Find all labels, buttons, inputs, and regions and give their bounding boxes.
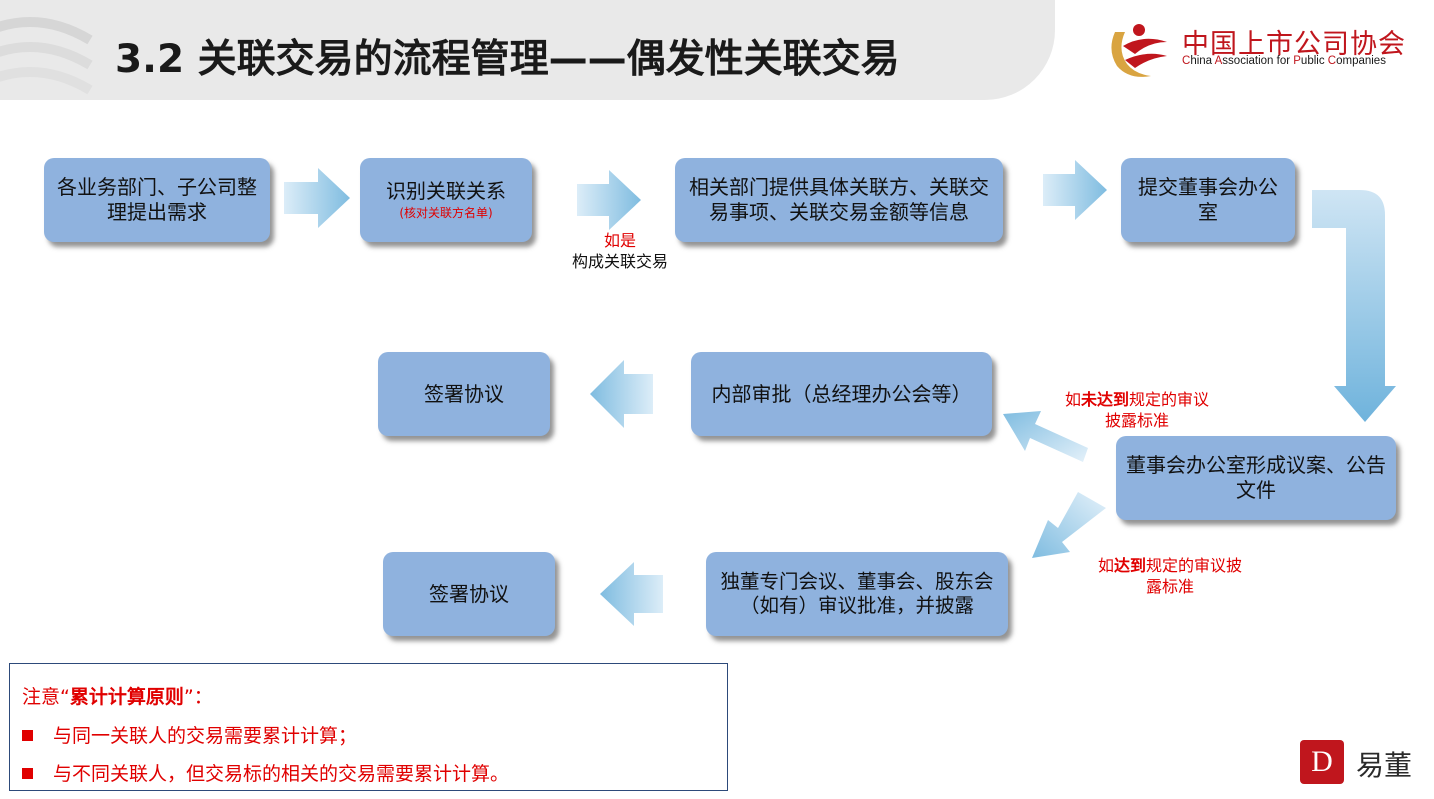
cumulative-principle-notice: 注意“累计计算原则”： 与同一关联人的交易需要累计计算； 与不同关联人，但交易标… <box>9 663 728 791</box>
header-swirl-decoration <box>0 17 93 95</box>
yidong-logo-icon: D <box>1300 740 1344 784</box>
arrow-right-3 <box>1043 160 1107 220</box>
note-not-reach-standard: 如未达到规定的审议披露标准 <box>1064 390 1210 430</box>
flow-box-sign-agreement-2: 签署协议 <box>383 552 555 636</box>
flow-box-identify-relation: 识别关联关系 (核对关联方名单) <box>360 158 532 242</box>
flow-box-board-proposal: 董事会办公室形成议案、公告文件 <box>1116 436 1396 520</box>
bullet-icon <box>22 730 33 741</box>
arrow-upleft <box>1003 411 1088 462</box>
flow-box-submit-demand: 各业务部门、子公司整理提出需求 <box>44 158 270 242</box>
flow-box-provide-info: 相关部门提供具体关联方、关联交易事项、关联交易金额等信息 <box>675 158 1003 242</box>
arrow-right-1 <box>284 168 350 228</box>
identify-relation-label: 识别关联关系 <box>386 178 506 203</box>
note-if-yes: 如是构成关联交易 <box>571 231 668 271</box>
yidong-brand: D 易董 <box>1300 740 1420 788</box>
logo-chinese-name: 中国上市公司协会 <box>1182 29 1406 60</box>
flow-box-board-office: 提交董事会办公室 <box>1121 158 1295 242</box>
header-band <box>0 0 1055 100</box>
notice-item: 与不同关联人，但交易标的相关的交易需要累计计算。 <box>22 759 509 786</box>
identify-relation-sub: (核对关联方名单) <box>399 205 493 220</box>
flow-box-internal-approval: 内部审批（总经理办公会等） <box>691 352 992 436</box>
capco-emblem-icon <box>1111 24 1167 77</box>
arrow-right-2 <box>577 170 641 230</box>
notice-item: 与同一关联人的交易需要累计计算； <box>22 721 357 748</box>
logo-english-name: China Association for Public Companies <box>1182 55 1386 67</box>
arrow-downleft <box>1032 492 1106 558</box>
flow-box-sign-agreement-1: 签署协议 <box>378 352 550 436</box>
bullet-icon <box>22 768 33 779</box>
arrow-left-1 <box>590 360 653 428</box>
flow-box-board-review: 独董专门会议、董事会、股东会（如有）审议批准，并披露 <box>706 552 1008 636</box>
notice-title: 注意“累计计算原则”： <box>22 686 213 708</box>
arrow-down-bend <box>1312 190 1396 422</box>
brand-name: 易董 <box>1356 749 1413 782</box>
page-title: 3.2 关联交易的流程管理——偶发性关联交易 <box>115 37 900 82</box>
arrow-left-2 <box>600 562 663 626</box>
capco-logo: 中国上市公司协会 China Association for Public Co… <box>1105 20 1415 80</box>
note-reach-standard: 如达到规定的审议披露标准 <box>1097 556 1243 596</box>
